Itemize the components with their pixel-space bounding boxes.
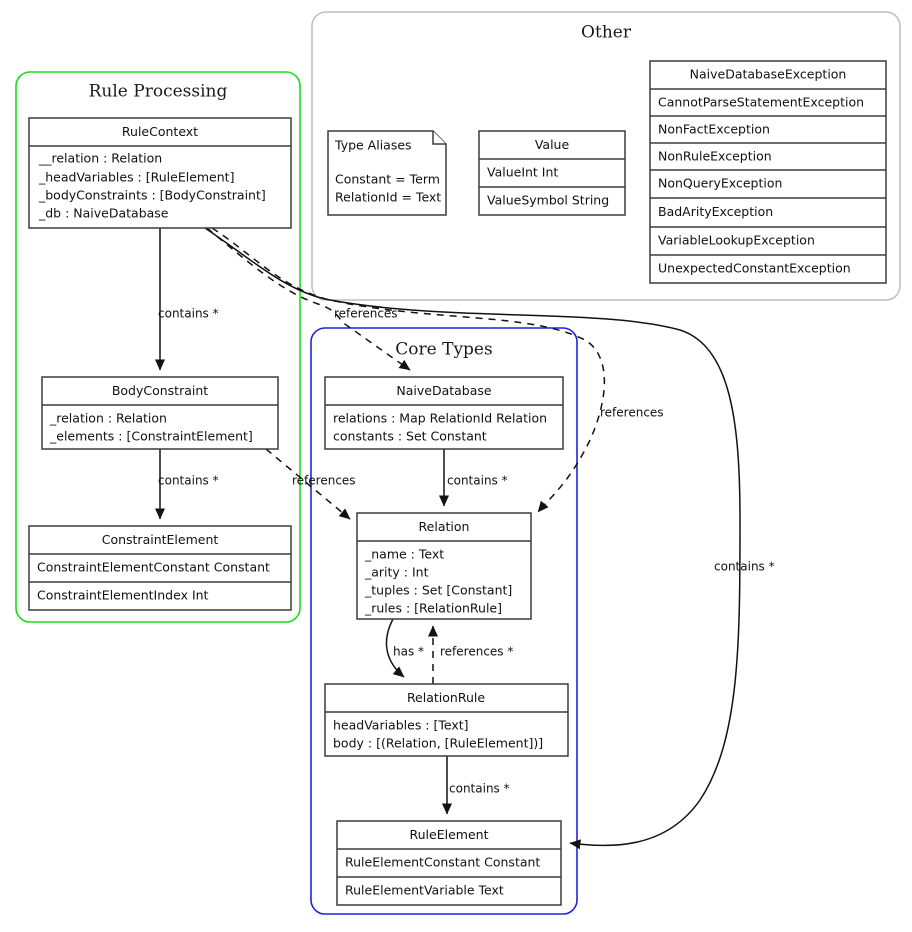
- class-relation-attr-0: _name : Text: [364, 547, 444, 562]
- class-constraintelement-name: ConstraintElement: [102, 532, 219, 547]
- class-naivedatabase-name: NaiveDatabase: [396, 383, 492, 398]
- class-rulecontext-attr-0: __relation : Relation: [38, 151, 162, 166]
- package-rule-processing-title: Rule Processing: [89, 82, 228, 102]
- exception-variant-2: NonRuleException: [658, 149, 772, 164]
- edge-bodyconstraint-constraintelement: contains *: [155, 449, 219, 520]
- class-naivedatabase[interactable]: NaiveDatabase relations : Map RelationId…: [324, 376, 564, 450]
- class-relationrule-attr-1: body : [(Relation, [RuleElement])]: [333, 736, 543, 751]
- package-rule-processing: Rule Processing: [15, 71, 301, 623]
- edge-label-contains-2: contains *: [714, 560, 775, 574]
- class-relation-box: [356, 512, 532, 620]
- class-rulecontext-box: [28, 117, 292, 229]
- exception-variant-4: BadArityException: [658, 204, 773, 219]
- edge-label-references-2: references: [334, 307, 398, 321]
- class-bodyconstraint-name: BodyConstraint: [112, 383, 208, 398]
- class-rulecontext-attr-1: _headVariables : [RuleElement]: [38, 170, 234, 185]
- package-core-types-border: [310, 327, 578, 915]
- class-ruleelement[interactable]: RuleElement RuleElementConstant Constant…: [336, 820, 562, 906]
- class-relation-attr-2: _tuples : Set [Constant]: [364, 583, 512, 598]
- edge-relationrule-ruleelement: contains *: [442, 756, 510, 815]
- edge-label-references: references: [600, 406, 664, 420]
- exception-variant-0: CannotParseStatementException: [658, 95, 864, 110]
- class-rulecontext-name: RuleContext: [122, 124, 198, 139]
- class-value-name: Value: [535, 137, 570, 152]
- class-naivedatabaseexception-name: NaiveDatabaseException: [690, 67, 847, 82]
- edge-label-references-3: references: [292, 474, 356, 488]
- class-constraintelement-box: [28, 525, 292, 611]
- class-rulecontext-attr-3: _db : NaiveDatabase: [38, 206, 169, 221]
- class-ruleelement-box: [336, 820, 562, 906]
- class-relationrule-box: [324, 683, 569, 757]
- exception-variant-6: UnexpectedConstantException: [658, 261, 851, 276]
- class-value[interactable]: Value ValueInt Int ValueSymbol String: [478, 130, 626, 216]
- class-rulecontext-attr-2: _bodyConstraints : [BodyConstraint]: [38, 188, 266, 203]
- class-value-variant-0: ValueInt Int: [487, 165, 558, 180]
- edge-label-references-4: references *: [440, 645, 513, 659]
- note-type-aliases-body: [327, 130, 447, 216]
- class-rulecontext[interactable]: RuleContext __relation : Relation _headV…: [28, 117, 292, 229]
- class-relation-attr-1: _arity : Int: [364, 565, 429, 580]
- class-relation-name: Relation: [419, 519, 470, 534]
- edge-naivedatabase-relation: contains *: [439, 449, 508, 507]
- edge-rulecontext-ruleelement: contains *: [204, 227, 775, 850]
- package-other: Other: [311, 11, 901, 301]
- class-bodyconstraint-attr-0: _relation : Relation: [49, 411, 167, 426]
- edge-relation-relationrule-has: has *: [385, 618, 424, 678]
- package-other-title: Other: [581, 23, 632, 43]
- edge-rulecontext-relation: references: [206, 227, 411, 371]
- class-relationrule-name: RelationRule: [407, 690, 485, 705]
- exception-variant-5: VariableLookupException: [658, 233, 815, 248]
- class-constraintelement[interactable]: ConstraintElement ConstraintElementConst…: [28, 525, 292, 611]
- class-ruleelement-variant-0: RuleElementConstant Constant: [345, 855, 540, 870]
- edge-label-contains-3: contains *: [158, 474, 219, 488]
- class-relationrule[interactable]: RelationRule headVariables : [Text] body…: [324, 683, 569, 757]
- class-bodyconstraint[interactable]: BodyConstraint _relation : Relation _ele…: [41, 376, 279, 450]
- note-type-aliases-line-0: Constant = Term: [335, 172, 440, 187]
- note-type-aliases-title: Type Aliases: [334, 138, 412, 153]
- class-relationrule-attr-0: headVariables : [Text]: [333, 718, 469, 733]
- class-relation-attr-3: _rules : [RelationRule]: [364, 601, 502, 616]
- class-naivedatabase-box: [324, 376, 564, 450]
- class-constraintelement-variant-1: ConstraintElementIndex Int: [37, 588, 209, 603]
- package-rule-processing-border: [15, 71, 301, 623]
- class-value-box: [478, 130, 626, 216]
- class-naivedatabase-attr-0: relations : Map RelationId Relation: [333, 411, 547, 426]
- edge-label-contains-5: contains *: [449, 782, 510, 796]
- class-naivedatabaseexception-box: [649, 60, 887, 284]
- edge-label-contains-4: contains *: [447, 474, 508, 488]
- note-type-aliases-fold: [432, 131, 446, 145]
- class-ruleelement-variant-1: RuleElementVariable Text: [345, 883, 504, 898]
- edge-rulecontext-naivedatabase: references: [211, 227, 664, 513]
- package-core-types: Core Types: [310, 327, 578, 915]
- class-relation[interactable]: Relation _name : Text _arity : Int _tupl…: [356, 512, 532, 620]
- class-bodyconstraint-box: [41, 376, 279, 450]
- class-bodyconstraint-attr-1: _elements : [ConstraintElement]: [49, 429, 253, 444]
- exception-variant-1: NonFactException: [658, 122, 770, 137]
- edge-rulecontext-bodyconstraint: contains *: [155, 228, 219, 371]
- note-type-aliases-line-1: RelationId = Text: [335, 190, 441, 205]
- class-naivedatabase-attr-1: constants : Set Constant: [333, 429, 487, 444]
- class-value-variant-1: ValueSymbol String: [487, 193, 609, 208]
- class-constraintelement-variant-0: ConstraintElementConstant Constant: [37, 560, 270, 575]
- exception-variant-3: NonQueryException: [658, 176, 782, 191]
- edge-label-contains: contains *: [158, 307, 219, 321]
- class-ruleelement-name: RuleElement: [410, 827, 489, 842]
- package-core-types-title: Core Types: [395, 340, 492, 360]
- note-type-aliases[interactable]: Type Aliases Constant = Term RelationId …: [327, 130, 447, 216]
- class-naivedatabaseexception[interactable]: NaiveDatabaseException CannotParseStatem…: [649, 60, 887, 284]
- edge-bodyconstraint-relation: references: [265, 448, 356, 520]
- edge-relationrule-relation-references: references *: [428, 625, 513, 684]
- edge-label-has: has *: [393, 645, 424, 659]
- package-other-border: [311, 11, 901, 301]
